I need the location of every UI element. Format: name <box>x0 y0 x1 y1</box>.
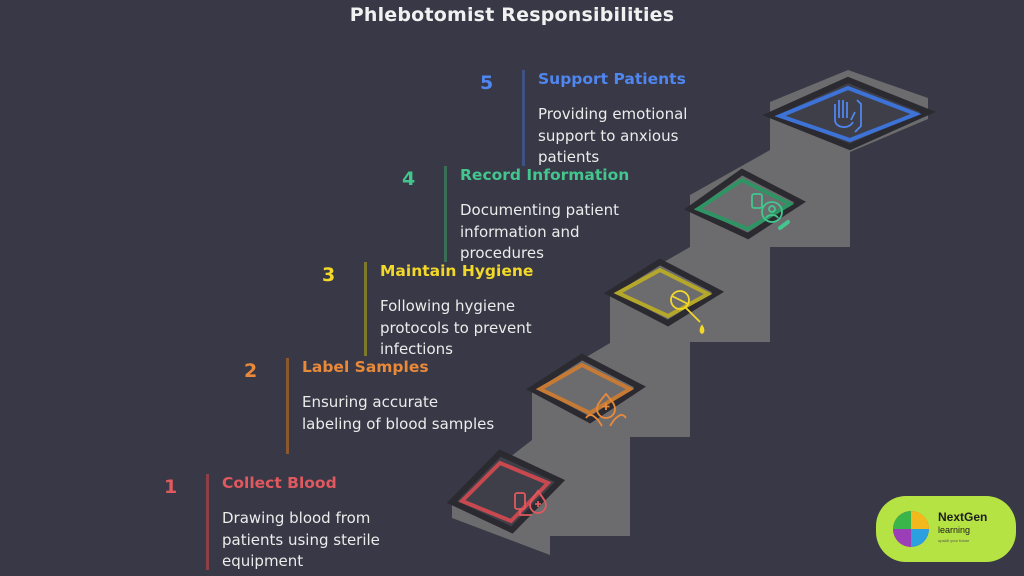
step-4-tread <box>684 168 806 240</box>
step-divider <box>206 474 209 570</box>
nextgen-learning-logo-badge: NextGen learning upskill your future <box>876 496 1016 562</box>
step-divider <box>522 70 525 166</box>
logo-brand-line2: learning <box>938 525 971 535</box>
step-description: Following hygiene protocols to prevent i… <box>380 297 532 358</box>
step-title: Support Patients <box>538 70 686 88</box>
step-divider <box>364 262 367 356</box>
step-number: 1 <box>164 476 178 498</box>
step-description: Documenting patient information and proc… <box>460 201 620 262</box>
patient-record-icon <box>751 193 790 230</box>
step-divider <box>286 358 289 454</box>
dropper-icon <box>670 290 705 335</box>
step-title: Collect Blood <box>222 474 337 492</box>
step-title: Label Samples <box>302 358 429 376</box>
logo-brand-line1: NextGen <box>938 510 988 524</box>
brain-logo-icon <box>893 511 929 547</box>
step-description: Providing emotional support to anxious p… <box>538 105 688 166</box>
supportive-hand-icon <box>834 99 862 133</box>
step-1-tread <box>446 449 566 534</box>
step-title: Maintain Hygiene <box>380 262 534 280</box>
step-number: 5 <box>480 72 494 94</box>
blood-pressure-icon <box>514 489 547 516</box>
step-description: Ensuring accurate labeling of blood samp… <box>302 393 495 433</box>
step-3-tread <box>603 258 725 327</box>
step-5-tread <box>762 76 936 151</box>
step-divider <box>444 166 447 262</box>
step-2-tread <box>526 353 646 424</box>
blood-drop-hands-icon <box>585 392 627 427</box>
step-number: 3 <box>322 264 336 286</box>
step-title: Record Information <box>460 166 630 184</box>
step-number: 4 <box>402 168 416 190</box>
diagram-title: Phlebotomist Responsibilities <box>349 4 675 26</box>
step-description: Drawing blood from patients using steril… <box>222 509 380 570</box>
step-number: 2 <box>244 360 258 382</box>
logo-tagline: upskill your future <box>938 538 970 543</box>
